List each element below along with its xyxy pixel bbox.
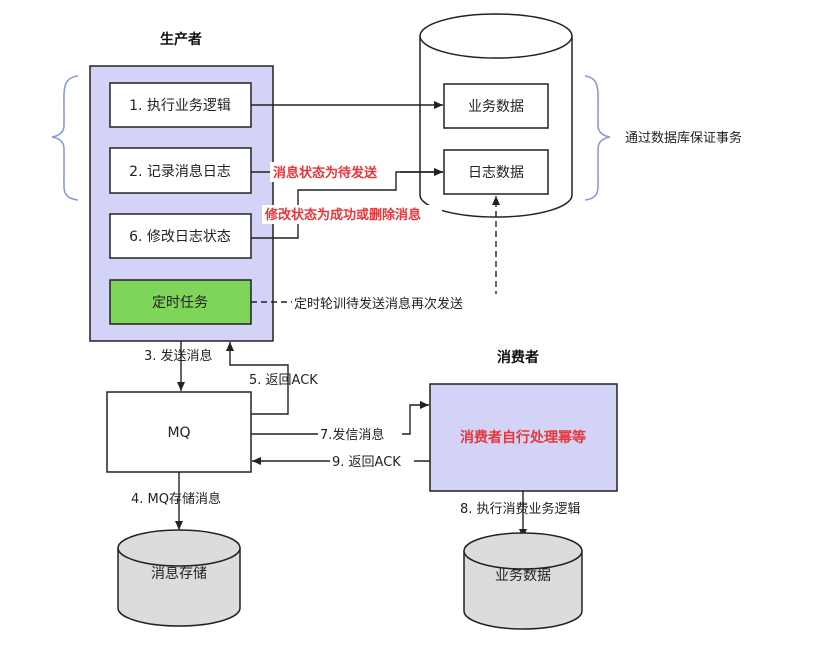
consumer-ack-label: 9. 返回ACK xyxy=(332,455,401,470)
business-data-label: 业务数据 xyxy=(468,99,524,115)
timer-task-label: 定时任务 xyxy=(152,295,208,311)
step-6-label: 6. 修改日志状态 xyxy=(129,229,231,245)
consumer-title: 消费者 xyxy=(497,349,539,366)
consumer-box xyxy=(429,383,618,492)
update-status-annotation: 修改状态为成功或删除消息 xyxy=(264,207,421,223)
store-message-label: 4. MQ存储消息 xyxy=(131,491,221,507)
arrow-step6-to-log xyxy=(251,168,443,239)
step-1-box xyxy=(109,82,252,128)
message-storage-label: 消息存储 xyxy=(151,565,207,582)
left-brace xyxy=(51,75,79,201)
exec-logic-label: 8. 执行消费业务逻辑 xyxy=(460,501,581,517)
step-6-box xyxy=(109,213,252,259)
log-data-label: 日志数据 xyxy=(468,165,524,181)
producer-title: 生产者 xyxy=(160,31,202,48)
mq-label: MQ xyxy=(167,425,190,441)
arrow-return-ack xyxy=(226,342,289,415)
timer-task-box xyxy=(109,279,252,325)
consumer-process-label: 消费者自行处理幂等 xyxy=(460,429,586,446)
step-1-label: 1. 执行业务逻辑 xyxy=(129,98,231,114)
pending-send-annotation: 消息状态为待发送 xyxy=(273,165,378,181)
step-2-box xyxy=(109,147,252,194)
mq-box xyxy=(106,391,252,473)
polling-annotation: 定时轮训待发送消息再次发送 xyxy=(294,296,463,312)
consumer-business-data-label: 业务数据 xyxy=(495,568,551,584)
step-2-label: 2. 记录消息日志 xyxy=(129,163,231,180)
right-brace xyxy=(584,75,611,201)
message-storage-cylinder xyxy=(117,529,241,627)
deliver-message-label: 7.发信消息 xyxy=(320,427,384,443)
transaction-note: 通过数据库保证事务 xyxy=(625,130,742,146)
log-data-box xyxy=(443,149,549,195)
consumer-business-data-cylinder xyxy=(463,532,583,630)
send-message-label: 3. 发送消息 xyxy=(144,348,213,364)
return-ack-label: 5. 返回ACK xyxy=(249,373,318,388)
business-data-box xyxy=(443,83,549,129)
